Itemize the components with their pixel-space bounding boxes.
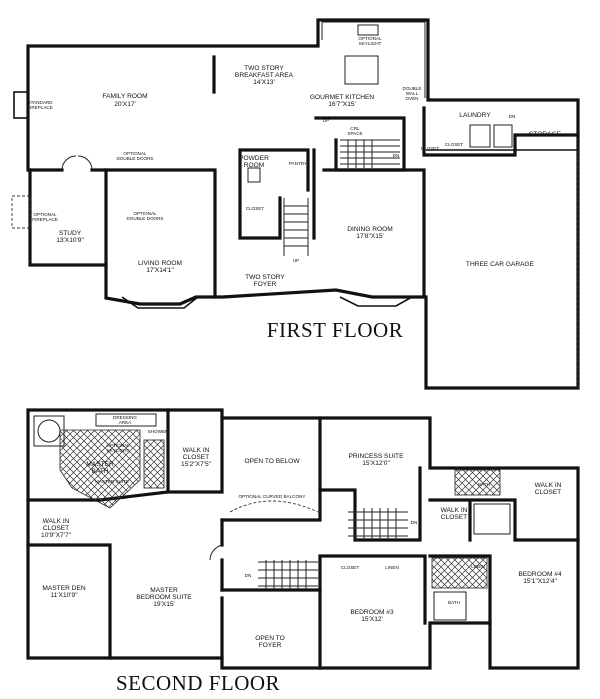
kitchen-up-note: UP <box>323 118 329 123</box>
bath2-wall <box>428 498 580 542</box>
bath2-tub <box>473 503 511 535</box>
second-floor-title: SECOND FLOOR <box>116 671 280 695</box>
master-suite-note: MASTER SUITE <box>95 479 129 484</box>
open-below-wall <box>220 416 322 522</box>
powder-closet-label: CLOSET <box>246 206 265 211</box>
foyer-stairs <box>283 198 309 256</box>
closet-3-label: CLOSET <box>341 565 360 570</box>
laundry-label: LAUNDRY <box>459 112 491 119</box>
linen-2-label: LINEN <box>471 564 485 569</box>
bedroom3-wall <box>318 554 427 670</box>
dressing-counter <box>95 413 157 427</box>
first-floor-exterior-wall <box>26 18 580 390</box>
upper-stairs-2 <box>258 560 318 590</box>
foyer-up-note: UP <box>293 258 299 263</box>
storage-label: STORAGE <box>529 131 562 138</box>
living-bay-window <box>121 296 199 309</box>
standard-fireplace <box>13 91 29 119</box>
optional-fireplace <box>11 195 31 229</box>
master-den-wall <box>26 543 112 660</box>
shower-floor <box>143 439 165 489</box>
laundry-dn-note: DN <box>509 114 516 119</box>
bath2-tile <box>454 469 501 496</box>
master-bath-wall <box>26 408 170 502</box>
living-room-wall <box>104 168 217 299</box>
balcony-note: OPTIONAL CURVED BALCONY <box>239 494 306 499</box>
first-floor-title: FIRST FLOOR <box>267 318 403 342</box>
bath3-tile <box>431 557 488 589</box>
kitchen-counter <box>321 21 426 98</box>
powder-toilet <box>247 167 261 183</box>
optional-curved-balcony <box>229 500 319 513</box>
dining-bay-window <box>339 296 413 307</box>
bath2-label: BATH <box>478 482 490 487</box>
laundry-wall <box>422 106 580 157</box>
laundry-dryer <box>493 124 513 148</box>
kitchen-stairs <box>340 139 400 168</box>
linen-1-label: LINEN <box>385 565 399 570</box>
master-tub <box>33 415 65 447</box>
bath3-tub <box>433 591 467 621</box>
hall-closet-label: CLOSET <box>421 146 440 151</box>
master-suite-door-swing <box>209 544 223 561</box>
garage-label: THREE CAR GARAGE <box>466 261 535 268</box>
kitchen-dn-note: DN <box>393 153 400 158</box>
laundry-closet-label: CLOSET <box>445 142 464 147</box>
kitchen-sink <box>357 24 379 36</box>
stair-wall <box>314 116 406 172</box>
powder-room-wall <box>238 148 310 240</box>
upper-stairs-1 <box>348 508 408 540</box>
stair-dn-note-1: DN <box>411 520 418 525</box>
bath3-label: BATH <box>448 600 460 605</box>
shower-label: SHOWER <box>148 429 169 434</box>
pantry-label: PANTRY <box>289 161 307 166</box>
open-to-below-label: OPEN TO BELOW <box>244 458 300 465</box>
master-bath-tile <box>59 429 141 509</box>
second-floor-exterior-wall <box>26 408 580 670</box>
stair-dn-note-2: DN <box>245 573 252 578</box>
princess-suite-wall <box>318 466 422 542</box>
bath3-wall <box>428 554 492 625</box>
dining-wall <box>322 168 426 299</box>
laundry-washer <box>469 124 491 148</box>
double-door-swing <box>61 155 93 171</box>
walkin-closet-wall-1 <box>166 416 224 494</box>
master-tub-bowl <box>37 419 61 443</box>
